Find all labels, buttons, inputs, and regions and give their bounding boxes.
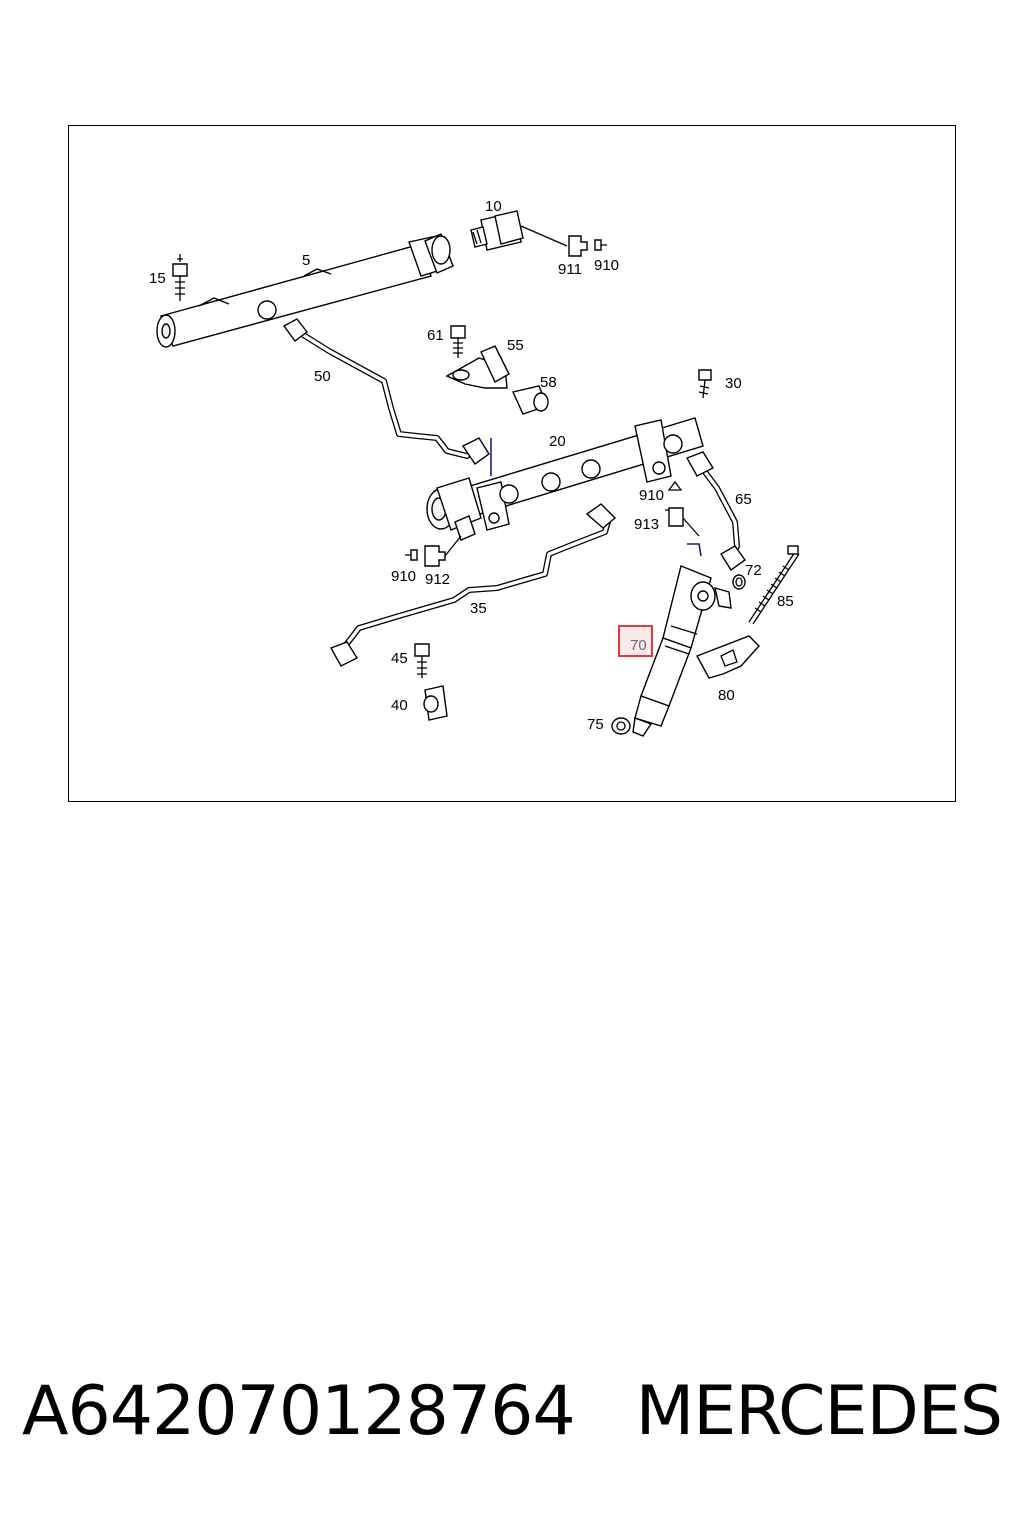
- label-part-910-top[interactable]: 910: [594, 257, 619, 274]
- label-part-58[interactable]: 58: [540, 374, 557, 391]
- label-part-35[interactable]: 35: [470, 600, 487, 617]
- diagram-frame: 5 10 15 911 910 61 55 50 58 30 20 910 65…: [68, 125, 956, 802]
- connector-912-910: [405, 535, 462, 567]
- pipe-35: [329, 503, 617, 667]
- highlight-box-70: [618, 625, 653, 657]
- label-part-20[interactable]: 20: [549, 433, 566, 450]
- bolt-30: [698, 369, 712, 399]
- label-part-70[interactable]: 70: [630, 637, 647, 654]
- pipe-65: [685, 451, 746, 572]
- fuel-rail-lower: [426, 417, 704, 541]
- label-part-40[interactable]: 40: [391, 697, 408, 714]
- label-part-5[interactable]: 5: [302, 252, 310, 269]
- injector-70: [632, 565, 732, 737]
- pipe-50: [282, 318, 490, 465]
- footer: A642070128764 MERCEDES: [0, 1372, 1024, 1472]
- brand-name: MERCEDES: [635, 1372, 1003, 1451]
- label-part-55[interactable]: 55: [507, 337, 524, 354]
- damper-58: [512, 385, 549, 415]
- label-part-61[interactable]: 61: [427, 327, 444, 344]
- stud-85: [748, 545, 800, 625]
- label-part-912[interactable]: 912: [425, 571, 450, 588]
- label-part-913[interactable]: 913: [634, 516, 659, 533]
- pressure-sensor-10: [470, 210, 568, 251]
- label-part-65[interactable]: 65: [735, 491, 752, 508]
- label-part-85[interactable]: 85: [777, 593, 794, 610]
- bolt-61: [450, 325, 466, 358]
- connector-913-910: [665, 480, 702, 557]
- bolt-15: [172, 254, 188, 301]
- label-part-910-right[interactable]: 910: [639, 487, 664, 504]
- connector-911-910: [568, 235, 607, 257]
- label-part-15[interactable]: 15: [149, 270, 166, 287]
- label-part-30[interactable]: 30: [725, 375, 742, 392]
- parts-diagram: 5 10 15 911 910 61 55 50 58 30 20 910 65…: [149, 198, 800, 737]
- label-part-75[interactable]: 75: [587, 716, 604, 733]
- label-part-10[interactable]: 10: [485, 198, 502, 215]
- clamp-80: [696, 635, 760, 679]
- label-part-911[interactable]: 911: [558, 261, 582, 278]
- label-part-80[interactable]: 80: [718, 687, 735, 704]
- bolt-45: [414, 643, 430, 678]
- label-part-45[interactable]: 45: [391, 650, 408, 667]
- seal-72: [732, 574, 746, 590]
- clip-40: [423, 685, 448, 721]
- label-part-72[interactable]: 72: [745, 562, 762, 579]
- fuel-rail-upper: [156, 233, 454, 348]
- label-part-50[interactable]: 50: [314, 368, 331, 385]
- label-part-910-left[interactable]: 910: [391, 568, 416, 585]
- bracket-55: [445, 345, 510, 389]
- part-number: A642070128764: [22, 1372, 576, 1451]
- washer-75: [611, 717, 631, 735]
